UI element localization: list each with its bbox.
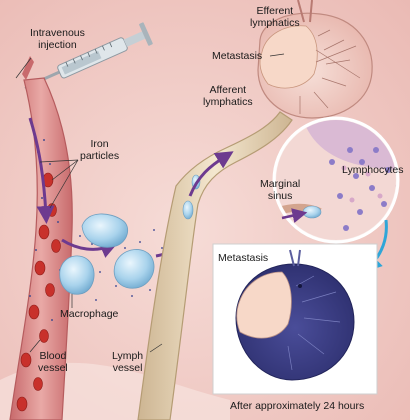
syringe-icon — [24, 22, 153, 89]
label-efferent-lymphatics: Efferent lymphatics — [250, 5, 300, 29]
label-iron-particles: Iron particles — [80, 138, 120, 162]
label-macrophage: Macrophage — [60, 308, 119, 320]
flow-arrow-vessel — [28, 117, 55, 224]
flow-arrow-lymph — [188, 151, 234, 197]
label-metastasis-top: Metastasis — [212, 50, 263, 62]
label-after-24-hours: After approximately 24 hours — [230, 400, 365, 412]
label-blood-vessel: Blood vessel — [38, 350, 68, 374]
label-intravenous-injection: Intravenous injection — [30, 27, 85, 51]
label-lymph-vessel: Lymph vessel — [112, 350, 144, 374]
lymph-vessel — [137, 111, 293, 420]
label-afferent-lymphatics: Afferent lymphatics — [203, 84, 253, 108]
lymph-node-top — [257, 0, 373, 119]
label-metastasis-bottom: Metastasis — [218, 252, 269, 264]
macrophage-cells — [59, 213, 155, 295]
label-lymphocytes: Lymphocytes — [342, 164, 404, 176]
label-marginal-sinus: Marginal sinus — [260, 178, 301, 202]
after-24h-panel — [212, 243, 378, 395]
